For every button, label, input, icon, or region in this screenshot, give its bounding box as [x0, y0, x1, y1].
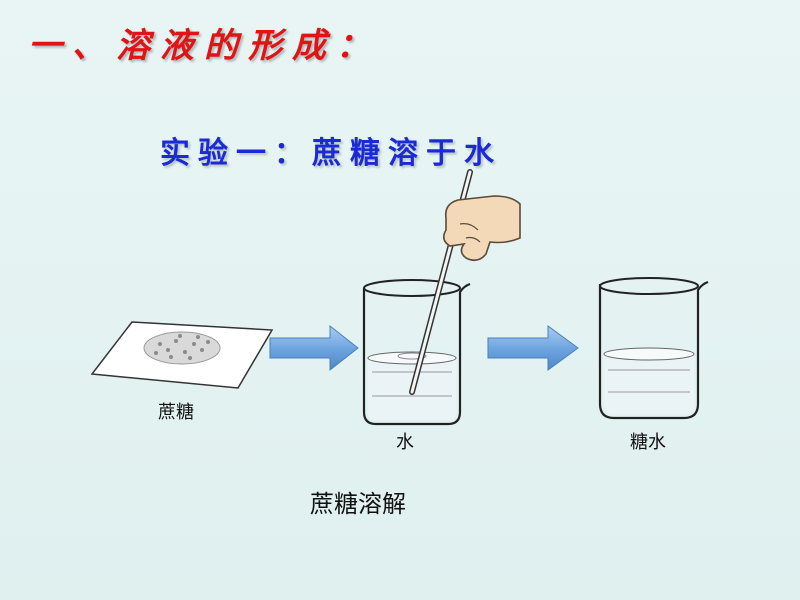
sugar-water-surface	[603, 347, 695, 361]
beaker-rim	[363, 279, 461, 297]
figure-caption: 蔗糖溶解	[310, 490, 406, 518]
beaker-with-water	[362, 279, 471, 426]
beaker-outline	[598, 280, 709, 420]
sugar-on-paper	[90, 321, 274, 389]
water-surface	[367, 351, 457, 365]
sugar-grains	[154, 334, 210, 360]
sugar-water-fill	[604, 356, 694, 414]
beaker-rim	[599, 277, 699, 295]
label-sugar-water: 糖水	[630, 432, 666, 453]
right-arrow-icon	[487, 325, 579, 371]
hand-icon	[442, 195, 521, 262]
label-sugar: 蔗糖	[158, 402, 194, 423]
label-water: 水	[396, 432, 414, 453]
beaker-outline	[362, 282, 471, 426]
beaker-with-sugar-water	[598, 277, 709, 420]
sugar-pile	[143, 331, 221, 365]
slide-heading: 一、溶液的形成：	[28, 26, 380, 66]
experiment-title: 实验一：蔗糖溶于水	[160, 136, 502, 171]
right-arrow-icon	[269, 324, 359, 372]
